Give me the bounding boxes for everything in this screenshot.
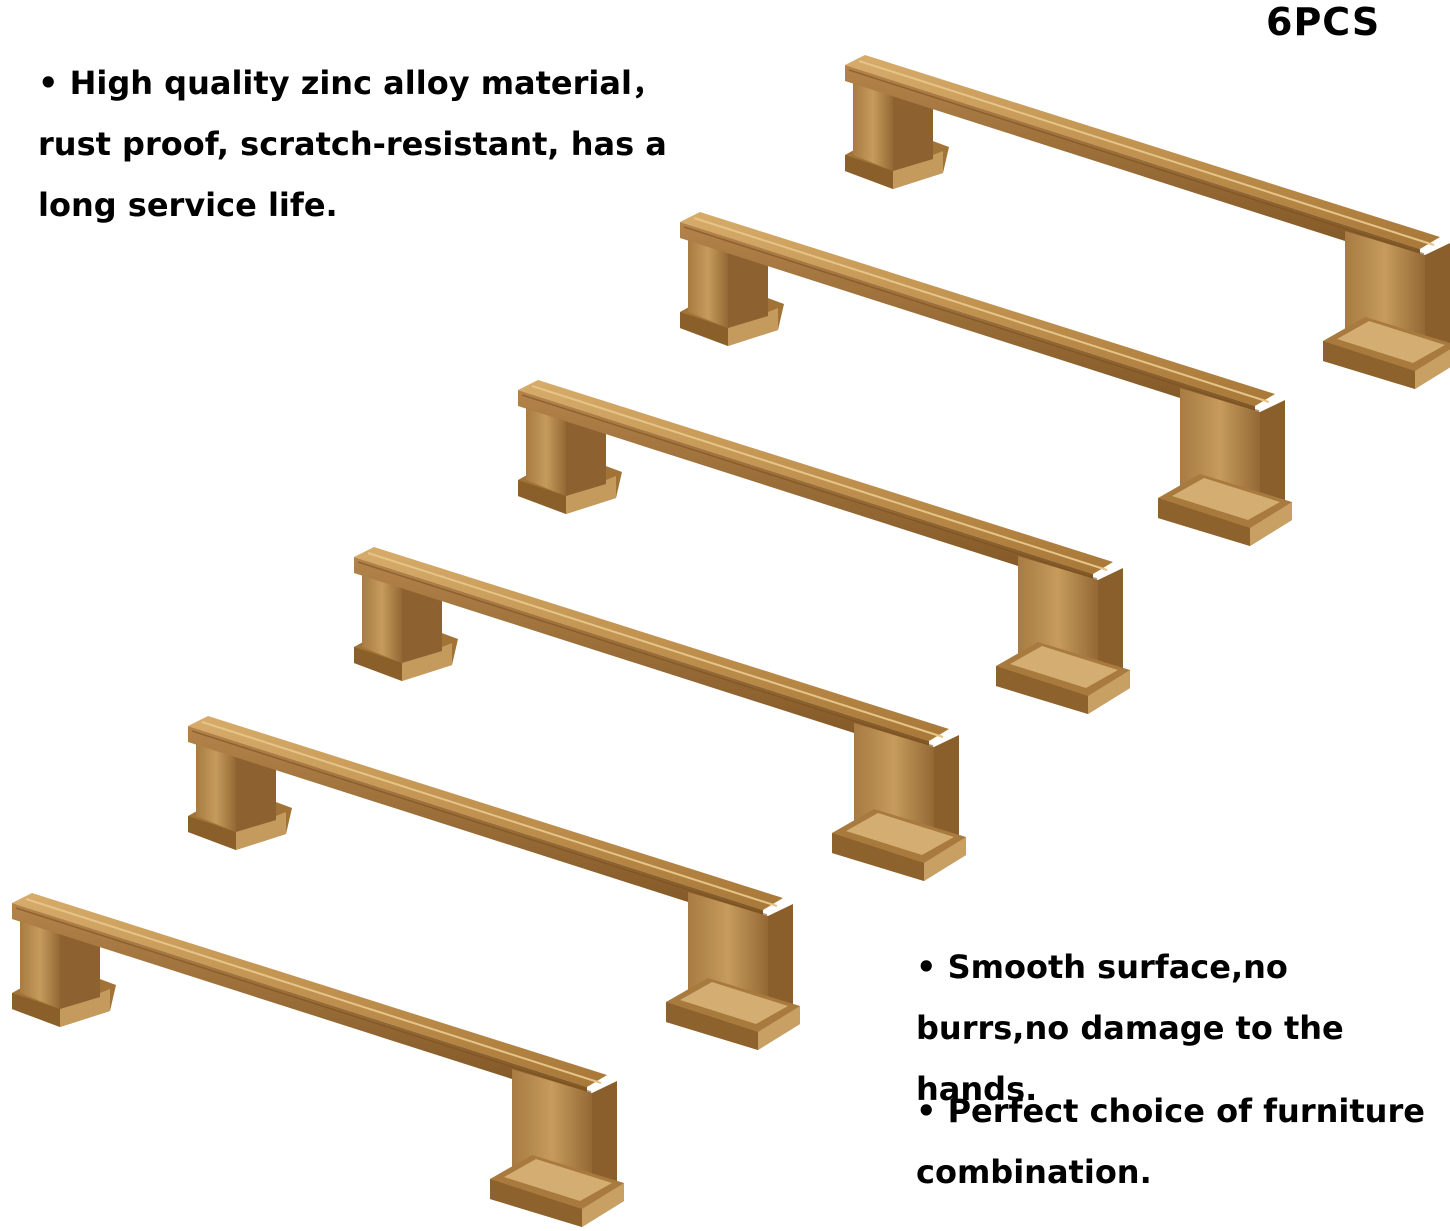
feature-choice: • Perfect choice of furniture combinatio… [916, 1092, 1425, 1191]
handle-2 [679, 211, 1293, 547]
feature-surface: • Smooth surface,no burrs,no damage to t… [916, 948, 1344, 1108]
handle-6 [11, 892, 625, 1228]
handle-4 [353, 546, 967, 882]
quantity-label: 6PCS [1266, 0, 1381, 44]
handle-3 [517, 379, 1131, 715]
feature-material: • High quality zinc alloy material，rust … [38, 64, 667, 224]
handle-1 [844, 54, 1450, 390]
